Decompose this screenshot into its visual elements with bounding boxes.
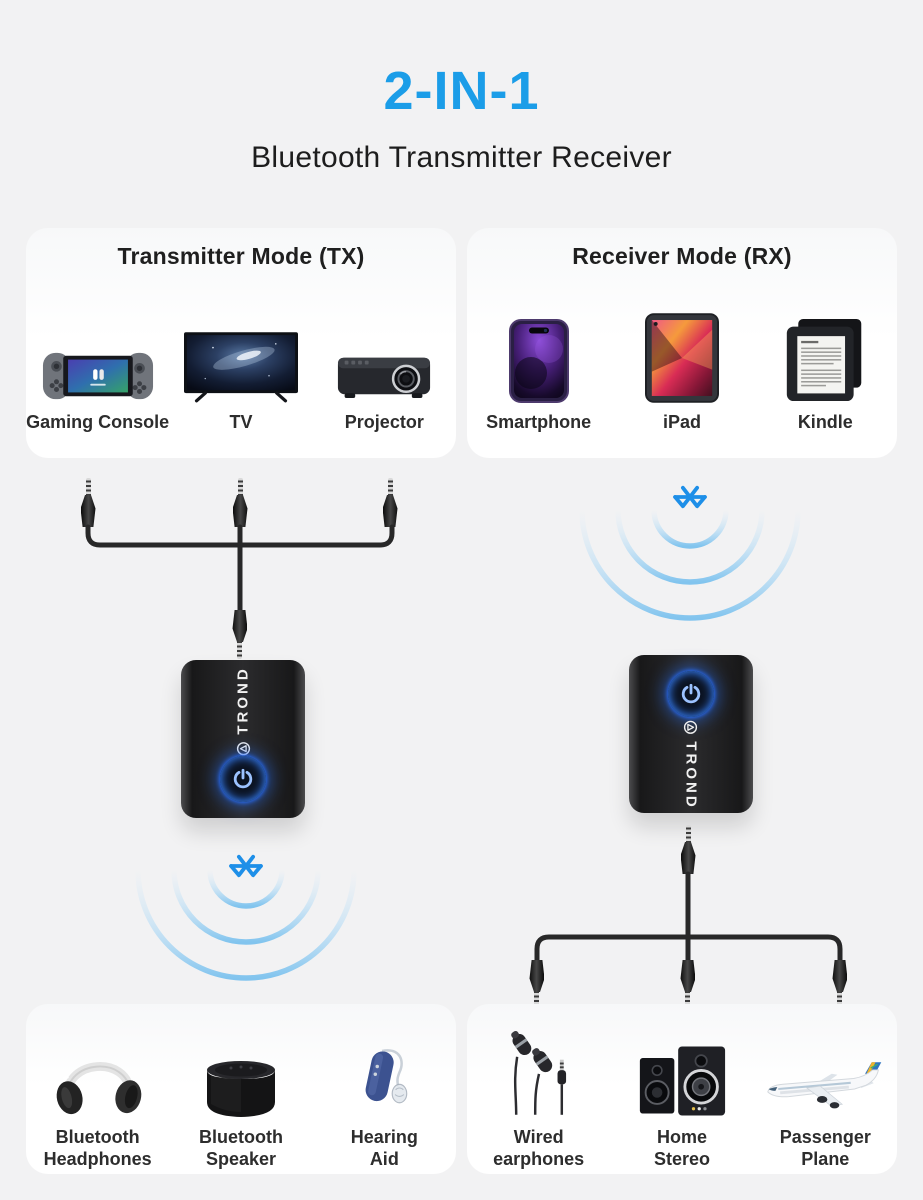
item-label: TV [229, 412, 253, 432]
list-item-bluetooth-headphones: Bluetooth Headphones [26, 1004, 169, 1174]
item-label: iPad [662, 412, 701, 432]
list-item-bluetooth-speaker: Bluetooth Speaker [169, 1004, 312, 1174]
brand-name: TROND [682, 741, 700, 810]
signal-waves-icon [579, 507, 801, 621]
passenger-plane-icon [763, 1028, 887, 1118]
brand-mark: TROND [234, 666, 252, 756]
list-item-ipad: iPad [610, 283, 753, 458]
aux-jack-icon [232, 478, 248, 527]
list-item-smartphone: Smartphone [467, 283, 610, 458]
tx-mode-card: Transmitter Mode (TX) [26, 228, 456, 458]
aux-jack-icon [680, 825, 696, 874]
brand-mark: TROND [682, 720, 700, 810]
page-subtitle: Bluetooth Transmitter Receiver [251, 141, 672, 174]
item-label: Bluetooth Headphones [43, 1127, 152, 1169]
kindle-icon [783, 291, 867, 403]
power-button [668, 671, 714, 717]
item-label: Kindle [797, 412, 853, 432]
item-label: Hearing Aid [350, 1127, 418, 1169]
trond-logo-icon [684, 720, 698, 734]
aux-jack-icon [832, 960, 848, 1009]
list-item-gaming-console: Gaming Console [26, 283, 169, 458]
ipad-icon [644, 291, 719, 403]
power-icon [681, 683, 701, 704]
list-item-home-stereo: Home Stereo [610, 1004, 753, 1174]
item-label: Passenger Plane [779, 1127, 871, 1169]
list-item-projector: Projector [313, 283, 456, 458]
rx-mode-card-title: Receiver Mode (RX) [572, 243, 792, 269]
trond-transmitter-device: TROND [181, 660, 305, 818]
signal-waves-icon [135, 867, 357, 981]
tx-mode-items: Gaming Console [26, 283, 456, 458]
rx-outputs-items: Wired earphones [467, 1004, 897, 1174]
hearing-aid-icon [355, 1028, 413, 1118]
list-item-kindle: Kindle [754, 283, 897, 458]
trond-logo-icon [236, 742, 250, 756]
power-button [220, 756, 266, 802]
tv-icon [183, 291, 298, 403]
projector-icon [336, 291, 432, 403]
rx-mode-card: Receiver Mode (RX) [467, 228, 897, 458]
aux-jack-icon [529, 960, 545, 1009]
list-item-hearing-aid: Hearing Aid [313, 1004, 456, 1174]
item-label: Gaming Console [26, 412, 170, 432]
item-label: Wired earphones [493, 1127, 585, 1169]
rx-outputs-card: Wired earphones [467, 1004, 897, 1174]
trond-receiver-device: TROND [629, 655, 753, 813]
tx-cable-harness [85, 524, 395, 613]
bluetooth-headphones-icon [53, 1028, 143, 1118]
aux-jack-icon [382, 478, 398, 527]
bluetooth-icon [673, 485, 707, 509]
list-item-tv: TV [169, 283, 312, 458]
list-item-passenger-plane: Passenger Plane [754, 1004, 897, 1174]
item-label: Projector [344, 412, 424, 432]
home-stereo-icon [637, 1028, 727, 1118]
bluetooth-icon [229, 854, 263, 878]
item-label: Home Stereo [653, 1127, 710, 1169]
rx-mode-items: Smartphone [467, 283, 897, 458]
item-label: Bluetooth Speaker [199, 1127, 283, 1169]
rx-cable-harness [534, 871, 843, 965]
aux-jack-icon [80, 478, 96, 527]
power-icon [233, 768, 253, 789]
tx-outputs-items: Bluetooth Headphones Bluetooth Sp [26, 1004, 456, 1174]
aux-jack-icon [232, 610, 248, 659]
gaming-console-icon [42, 291, 154, 403]
list-item-wired-earphones: Wired earphones [467, 1004, 610, 1174]
item-label: Smartphone [486, 412, 592, 432]
wired-earphones-icon [501, 1028, 577, 1118]
brand-name: TROND [234, 666, 252, 735]
aux-jack-icon [680, 960, 696, 1009]
smartphone-icon [508, 291, 569, 403]
page-title: 2-IN-1 [383, 61, 540, 121]
tx-outputs-card: Bluetooth Headphones Bluetooth Sp [26, 1004, 456, 1174]
tx-mode-card-title: Transmitter Mode (TX) [117, 243, 365, 269]
bluetooth-speaker-icon [205, 1028, 277, 1118]
